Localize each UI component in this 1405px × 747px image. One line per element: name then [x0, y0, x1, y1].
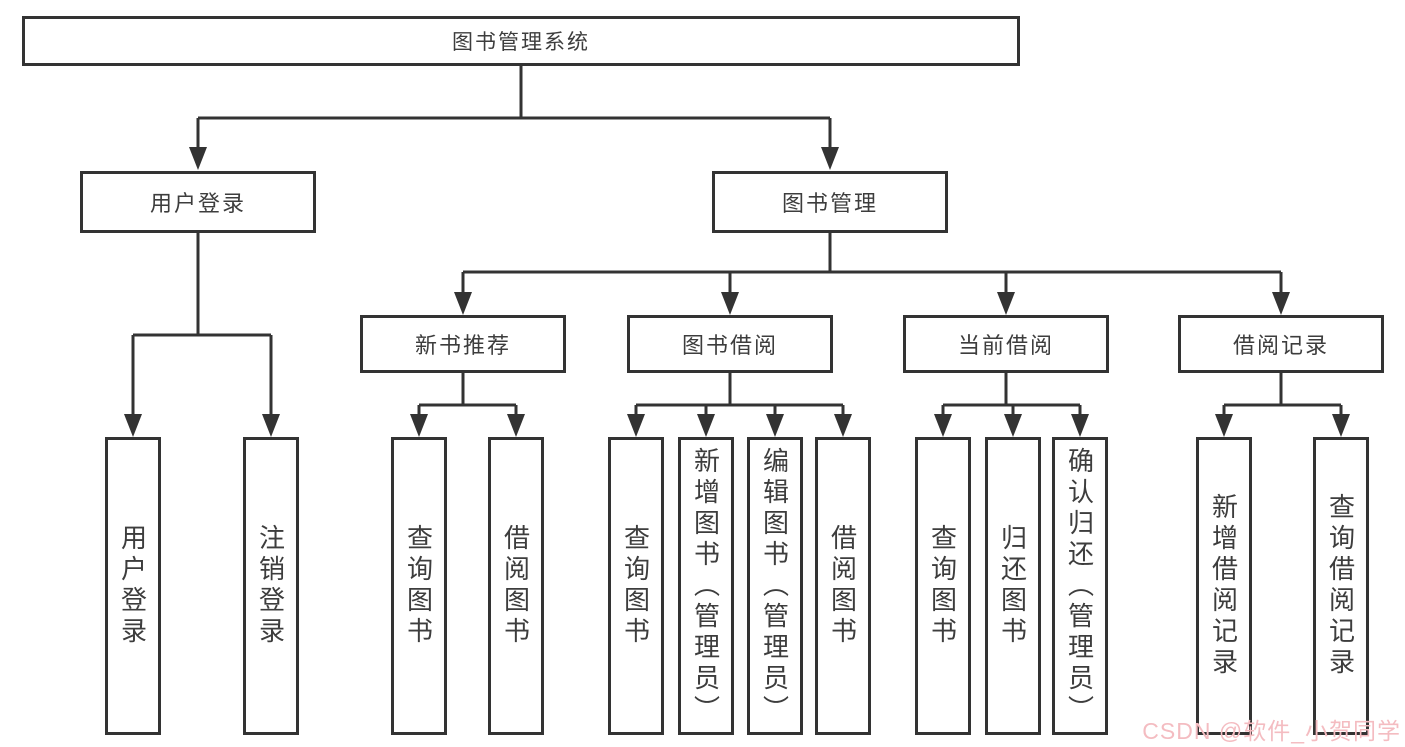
leaf-borrow-books-recommendation: 借阅图书: [488, 437, 544, 735]
arrow-down-icon: [1332, 414, 1350, 437]
arrow-down-icon: [507, 414, 525, 437]
arrow-down-icon: [262, 414, 280, 437]
leaf-add-book-admin: 新增图书（管理员）: [678, 437, 734, 735]
leaf-return-books: 归还图书: [985, 437, 1041, 735]
arrow-down-icon: [410, 414, 428, 437]
arrow-down-icon: [1272, 292, 1290, 315]
connector-root-to-level2: [189, 66, 839, 170]
connector-current-borrowing-to-leaves: [934, 373, 1089, 437]
node-borrowing-records: 借阅记录: [1178, 315, 1384, 373]
arrow-down-icon: [721, 292, 739, 315]
leaf-logout: 注销登录: [243, 437, 299, 735]
node-new-book-recommendation: 新书推荐: [360, 315, 566, 373]
arrow-down-icon: [1071, 414, 1089, 437]
connector-book-management-to-level3: [454, 233, 1290, 315]
arrow-down-icon: [1004, 414, 1022, 437]
leaf-query-borrow-record: 查询借阅记录: [1313, 437, 1369, 735]
arrow-down-icon: [627, 414, 645, 437]
connector-borrowing-records-to-leaves: [1215, 373, 1350, 437]
leaf-query-books-recommendation: 查询图书: [391, 437, 447, 735]
arrow-down-icon: [997, 292, 1015, 315]
arrow-down-icon: [821, 147, 839, 170]
connector-user-login-to-leaves: [124, 233, 280, 437]
leaf-edit-book-admin: 编辑图书（管理员）: [747, 437, 803, 735]
node-library-management-system: 图书管理系统: [22, 16, 1020, 66]
node-book-borrowing: 图书借阅: [627, 315, 833, 373]
node-book-management: 图书管理: [712, 171, 948, 233]
node-current-borrowing: 当前借阅: [903, 315, 1109, 373]
leaf-user-login: 用户登录: [105, 437, 161, 735]
arrow-down-icon: [697, 414, 715, 437]
leaf-add-borrow-record: 新增借阅记录: [1196, 437, 1252, 735]
arrow-down-icon: [934, 414, 952, 437]
arrow-down-icon: [124, 414, 142, 437]
connector-book-borrowing-to-leaves: [627, 373, 852, 437]
node-user-login: 用户登录: [80, 171, 316, 233]
connector-new-book-recommendation-to-leaves: [410, 373, 525, 437]
arrow-down-icon: [454, 292, 472, 315]
leaf-confirm-return-admin: 确认归还（管理员）: [1052, 437, 1108, 735]
arrow-down-icon: [834, 414, 852, 437]
arrow-down-icon: [1215, 414, 1233, 437]
arrow-down-icon: [766, 414, 784, 437]
leaf-query-books-current: 查询图书: [915, 437, 971, 735]
leaf-borrow-books-borrowing: 借阅图书: [815, 437, 871, 735]
leaf-query-books-borrowing: 查询图书: [608, 437, 664, 735]
arrow-down-icon: [189, 147, 207, 170]
